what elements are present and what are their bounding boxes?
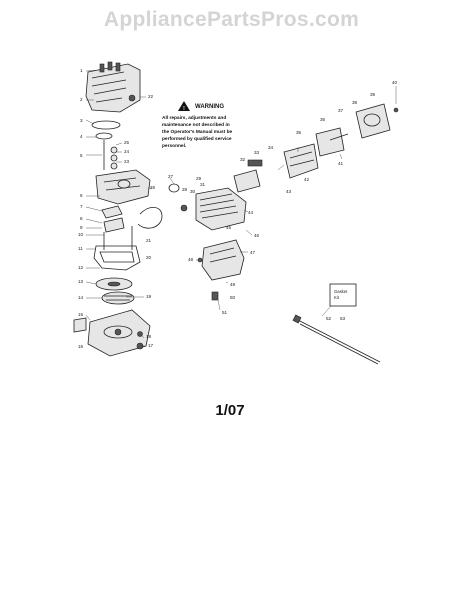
gasket-kit-box: Gasket Kit bbox=[329, 283, 357, 307]
warning-line-2: maintenance not described in bbox=[162, 122, 230, 128]
callout-4: 4 bbox=[80, 134, 83, 139]
leader-lines bbox=[85, 69, 397, 347]
callout-35: 35 bbox=[296, 130, 302, 135]
gasket-ring bbox=[91, 120, 121, 130]
callout-38: 38 bbox=[352, 100, 358, 105]
callout-41: 41 bbox=[338, 161, 344, 166]
page-code: 1/07 bbox=[215, 402, 244, 419]
cylinder bbox=[180, 187, 247, 231]
callout-23: 23 bbox=[124, 159, 130, 164]
callout-48: 48 bbox=[188, 257, 194, 262]
callout-numbers: 1 2 3 4 5 6 7 8 9 10 11 12 13 14 15 16 1… bbox=[78, 68, 398, 349]
callout-53: 53 bbox=[340, 316, 346, 321]
callout-29: 29 bbox=[196, 176, 202, 181]
callout-43: 43 bbox=[286, 189, 292, 194]
callout-44: 44 bbox=[248, 210, 254, 215]
callout-7: 7 bbox=[80, 204, 83, 209]
carburetor bbox=[283, 143, 319, 179]
callout-47: 47 bbox=[250, 250, 256, 255]
callout-26: 26 bbox=[150, 185, 156, 190]
warning-line-3: the Operator's Manual must be bbox=[162, 129, 233, 135]
callout-27: 27 bbox=[168, 174, 174, 179]
callout-8: 8 bbox=[80, 216, 83, 221]
callout-2: 2 bbox=[80, 97, 83, 102]
callout-40: 40 bbox=[392, 80, 398, 85]
callout-45: 45 bbox=[226, 225, 232, 230]
air-filter-housing bbox=[315, 103, 399, 157]
callout-12: 12 bbox=[78, 265, 84, 270]
muffler bbox=[197, 239, 245, 301]
piston-ring bbox=[168, 183, 180, 193]
callout-22: 22 bbox=[148, 94, 154, 99]
callout-10: 10 bbox=[78, 232, 84, 237]
warning-title: WARNING bbox=[195, 104, 224, 110]
crankcase bbox=[95, 169, 151, 205]
callout-32: 32 bbox=[240, 157, 246, 162]
callout-3: 3 bbox=[80, 118, 83, 123]
drive-shaft bbox=[292, 314, 381, 365]
callout-5: 5 bbox=[80, 153, 83, 158]
callout-18: 18 bbox=[146, 334, 152, 339]
callout-36: 36 bbox=[320, 117, 326, 122]
callout-46: 46 bbox=[254, 233, 260, 238]
carburetor-spacer bbox=[233, 159, 263, 193]
callout-21: 21 bbox=[146, 238, 152, 243]
callout-13: 13 bbox=[78, 279, 84, 284]
crankshaft-assembly bbox=[95, 132, 118, 170]
warning-line-1: All repairs, adjustments and bbox=[162, 115, 226, 121]
callout-14: 14 bbox=[78, 295, 84, 300]
callout-11: 11 bbox=[78, 246, 83, 251]
site-watermark-title: AppliancePartsPros.com bbox=[103, 8, 360, 31]
engine-cover bbox=[85, 61, 141, 113]
callout-17: 17 bbox=[148, 343, 154, 348]
warning-line-5: personnel. bbox=[162, 143, 186, 149]
callout-50: 50 bbox=[230, 295, 236, 300]
callout-28: 28 bbox=[182, 187, 188, 192]
kit-label-line-2: Kit bbox=[334, 295, 340, 300]
callout-33: 33 bbox=[254, 150, 260, 155]
callout-19: 19 bbox=[146, 294, 152, 299]
callout-16: 16 bbox=[78, 344, 84, 349]
callout-9: 9 bbox=[80, 225, 83, 230]
callout-42: 42 bbox=[304, 177, 310, 182]
callout-49: 49 bbox=[230, 282, 236, 287]
warning-line-4: performed by qualified service bbox=[162, 136, 232, 142]
callout-6: 6 bbox=[80, 193, 83, 198]
callout-31: 31 bbox=[200, 182, 206, 187]
fan-housing-plate bbox=[93, 245, 141, 271]
warning-triangle-icon bbox=[178, 101, 190, 111]
callout-51: 51 bbox=[222, 310, 228, 315]
callout-52: 52 bbox=[326, 316, 332, 321]
svg-text:!: ! bbox=[183, 106, 185, 112]
ignition-module bbox=[101, 205, 163, 250]
kit-label-line-1: Gasket bbox=[334, 289, 348, 294]
flywheel bbox=[95, 277, 135, 305]
callout-15: 15 bbox=[78, 312, 84, 317]
callout-25: 25 bbox=[124, 140, 130, 145]
callout-37: 37 bbox=[338, 108, 344, 113]
callout-24: 24 bbox=[124, 149, 130, 154]
warning-notice: ! WARNING All repairs, adjustments and m… bbox=[162, 101, 233, 149]
callout-39: 39 bbox=[370, 92, 376, 97]
callout-30: 30 bbox=[190, 189, 196, 194]
callout-34: 34 bbox=[268, 145, 274, 150]
callout-20: 20 bbox=[146, 255, 152, 260]
callout-1: 1 bbox=[80, 68, 83, 73]
starter-housing bbox=[73, 309, 151, 357]
